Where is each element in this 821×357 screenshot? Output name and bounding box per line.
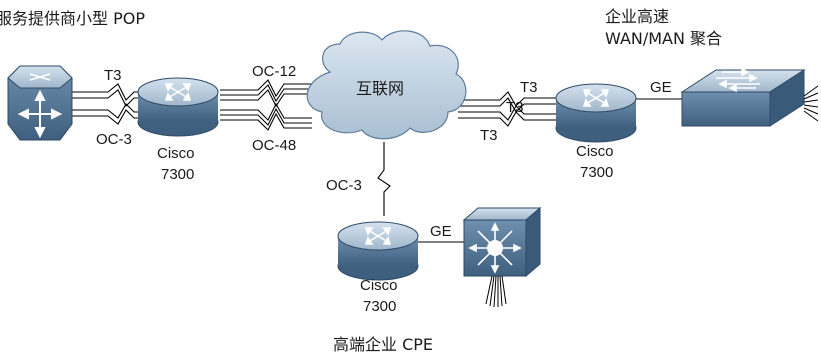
enterprise-wan-label-2: WAN/MAN 聚合 bbox=[605, 29, 722, 48]
isp-pop-label: 服务提供商小型 POP bbox=[0, 9, 145, 28]
cloud-label: 互联网 bbox=[356, 79, 404, 98]
link-label-pop-t3: T3 bbox=[104, 67, 122, 84]
link-oc12 bbox=[220, 79, 312, 108]
router-right-icon bbox=[555, 83, 637, 143]
link-label-wan-t3-a: T3 bbox=[520, 79, 538, 96]
internet-cloud-icon bbox=[306, 30, 467, 140]
link-label-oc48: OC-48 bbox=[252, 137, 296, 154]
link-label-wan-t3-c: T3 bbox=[480, 127, 498, 144]
pop-switch-icon bbox=[7, 65, 73, 141]
link-label-wan-t3-b: T3 bbox=[506, 99, 524, 116]
router-right-model: 7300 bbox=[580, 164, 613, 181]
link-pop-t3 bbox=[68, 83, 140, 107]
link-label-oc12: OC-12 bbox=[252, 63, 296, 80]
link-cpe-oc3 bbox=[377, 142, 391, 216]
router-left-icon bbox=[137, 77, 219, 137]
router-bottom-name: Cisco bbox=[360, 277, 398, 294]
router-left-model: 7300 bbox=[161, 166, 194, 183]
link-oc48 bbox=[220, 102, 312, 131]
link-label-pop-oc3: OC-3 bbox=[96, 131, 132, 148]
link-wan-t3 bbox=[458, 91, 558, 127]
links bbox=[68, 79, 682, 243]
link-label-wan-ge: GE bbox=[650, 79, 672, 96]
enterprise-cpe-label: 高端企业 CPE bbox=[333, 335, 433, 354]
router-bottom-icon bbox=[337, 221, 419, 281]
link-pop-oc3 bbox=[68, 103, 140, 125]
router-left-name: Cisco bbox=[157, 145, 195, 162]
link-label-cpe-ge: GE bbox=[430, 223, 452, 240]
router-right-name: Cisco bbox=[576, 143, 614, 160]
wan-switch-icon bbox=[680, 67, 819, 127]
router-bottom-model: 7300 bbox=[363, 298, 396, 315]
link-label-cpe-oc3: OC-3 bbox=[326, 177, 362, 194]
cpe-switch-icon bbox=[462, 206, 542, 308]
enterprise-wan-label-1: 企业高速 bbox=[605, 7, 669, 26]
